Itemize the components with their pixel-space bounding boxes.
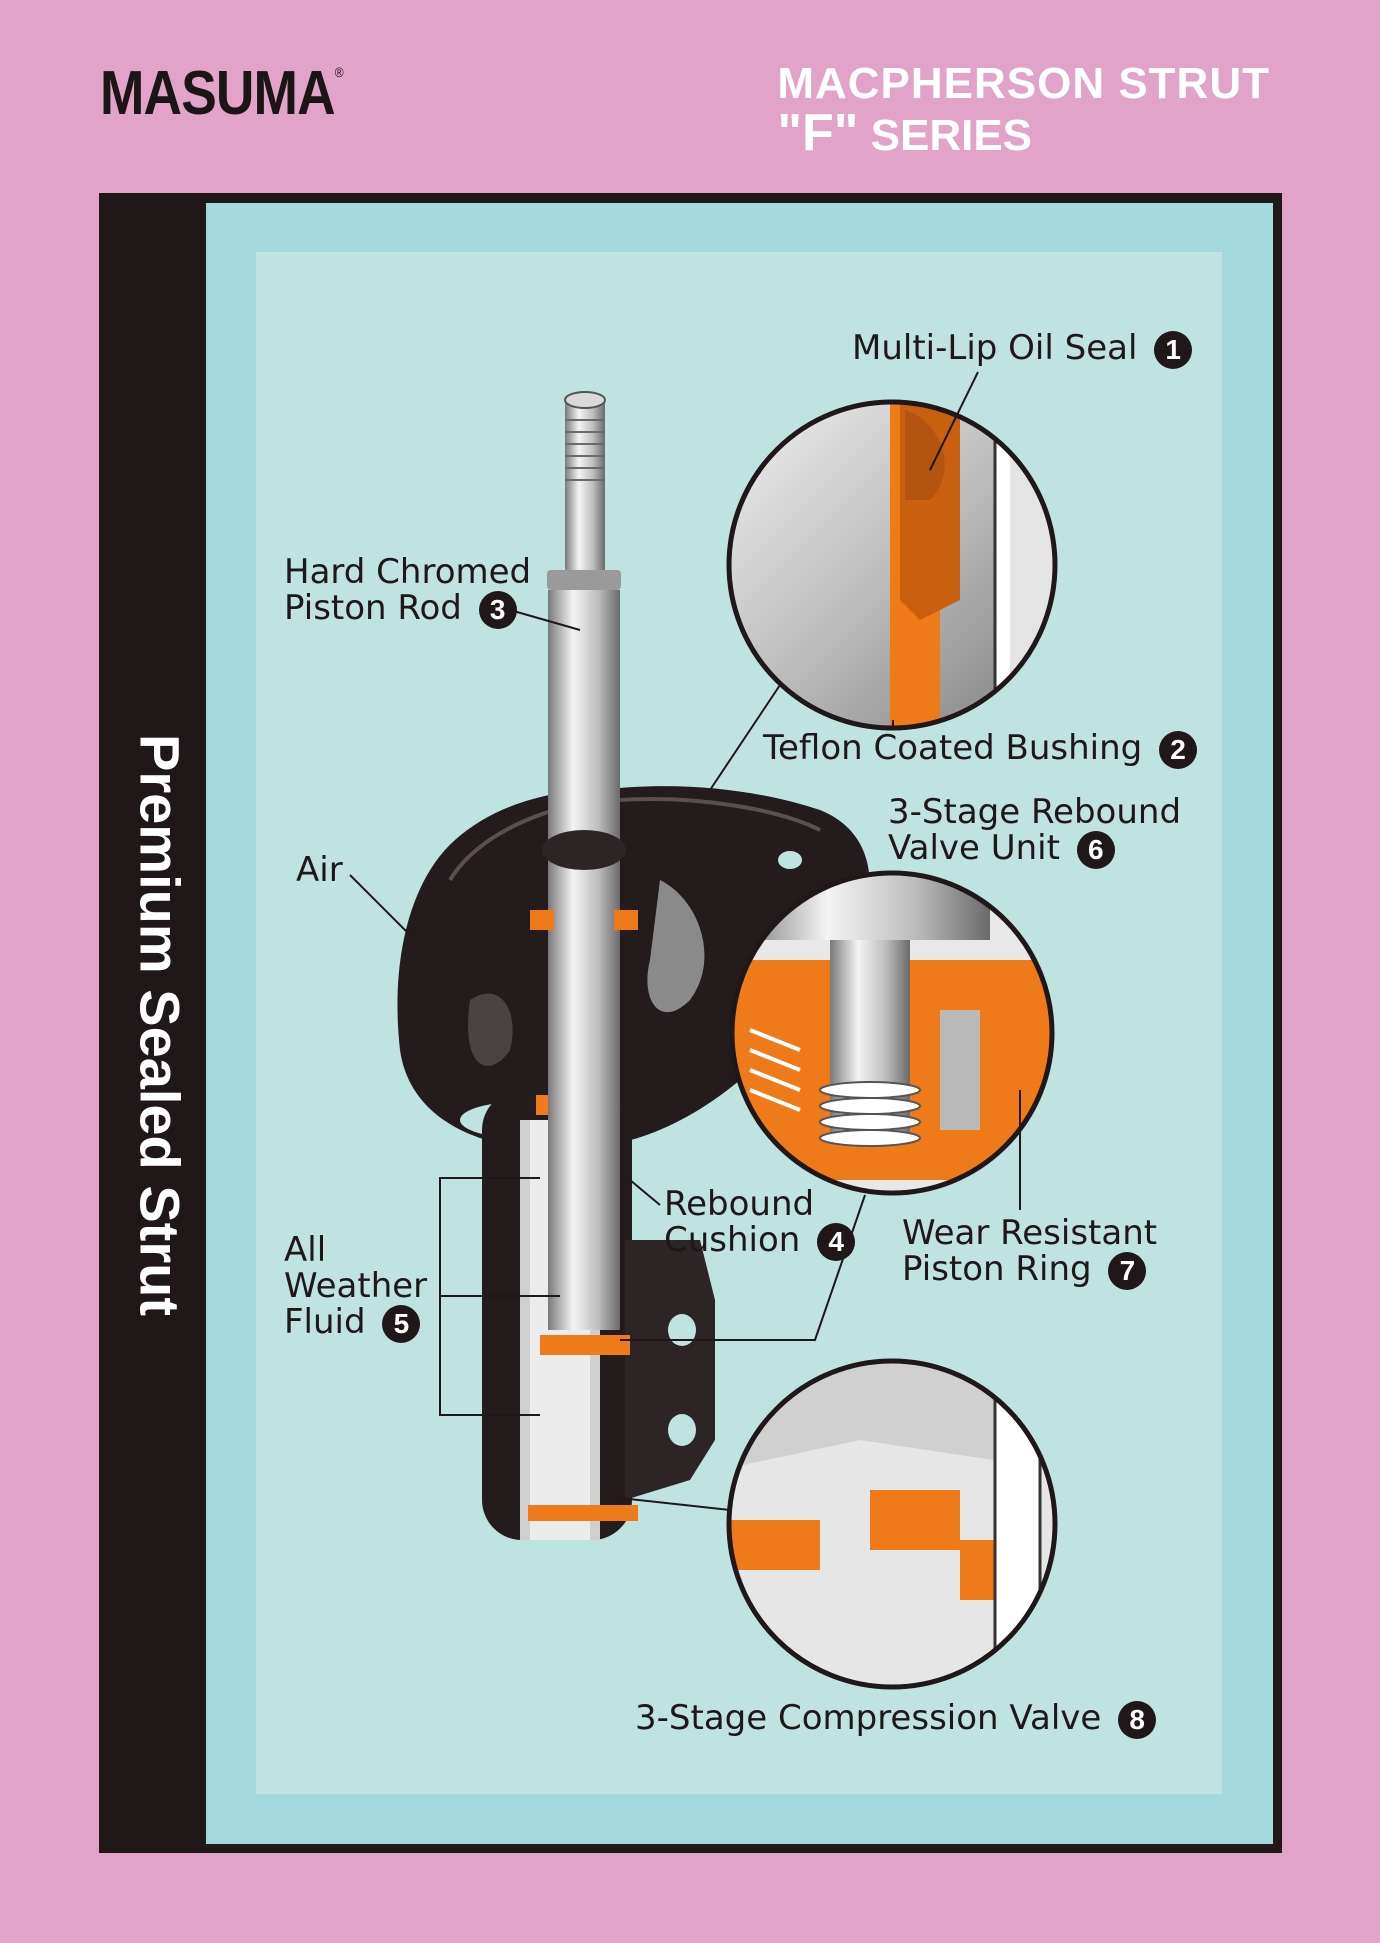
callout-number-badge: 7 xyxy=(1108,1251,1147,1290)
callout-number-badge: 5 xyxy=(382,1304,421,1343)
callout-rebound-valve-unit: 3-Stage Rebound Valve Unit 6 xyxy=(888,794,1181,869)
rebound-valve-detail xyxy=(729,870,1055,1196)
callout-label-line: All xyxy=(284,1230,327,1270)
callout-multi-lip-oil-seal: Multi-Lip Oil Seal 1 xyxy=(852,328,1193,369)
callout-rebound-cushion: Rebound Cushion 4 xyxy=(664,1184,856,1261)
oil-seal-detail xyxy=(726,399,1058,731)
callout-label-line: Piston Ring xyxy=(902,1249,1092,1289)
callout-number-badge: 1 xyxy=(1154,330,1193,369)
callout-label-line: 3-Stage Rebound xyxy=(888,792,1182,832)
brand-name: MASUMA xyxy=(100,59,336,128)
callout-number-badge: 2 xyxy=(1159,730,1198,769)
brand-logo: MASUMA® xyxy=(100,58,344,129)
callout-label: 3-Stage Compression Valve xyxy=(635,1698,1102,1738)
callout-number-badge: 4 xyxy=(817,1222,856,1261)
callout-label-line: Valve Unit xyxy=(888,828,1060,868)
callout-label-line: Fluid xyxy=(284,1302,366,1342)
callout-number-badge: 8 xyxy=(1118,1700,1157,1739)
callout-label-line: Piston Rod xyxy=(284,588,462,628)
series-title: MACPHERSON STRUT "F" SERIES xyxy=(777,60,1270,161)
registered-mark: ® xyxy=(334,64,344,80)
callout-label-line: Weather xyxy=(284,1266,428,1306)
callout-hard-chromed-piston-rod: Hard Chromed Piston Rod 3 xyxy=(284,554,531,629)
compression-valve-detail xyxy=(726,1358,1058,1690)
callout-label-line: Hard Chromed xyxy=(284,552,532,592)
callout-label-line: Wear Resistant xyxy=(902,1213,1158,1253)
callout-all-weather-fluid: All Weather Fluid 5 xyxy=(284,1232,427,1343)
callout-label: Multi-Lip Oil Seal xyxy=(852,328,1138,368)
series-quote: "F" xyxy=(777,104,859,162)
callout-number-badge: 6 xyxy=(1076,830,1115,869)
callout-teflon-coated-bushing: Teflon Coated Bushing 2 xyxy=(763,728,1198,769)
callout-wear-resistant-piston-ring: Wear Resistant Piston Ring 7 xyxy=(902,1215,1157,1290)
series-line-1: MACPHERSON STRUT xyxy=(777,59,1270,108)
series-line-2: "F" SERIES xyxy=(777,107,1270,161)
callout-compression-valve: 3-Stage Compression Valve 8 xyxy=(635,1698,1157,1739)
callout-label-line: Rebound xyxy=(664,1184,815,1224)
callout-number-badge: 3 xyxy=(478,590,517,629)
piston-rod xyxy=(528,391,638,1521)
series-word: SERIES xyxy=(870,111,1033,160)
callout-air: Air xyxy=(296,850,343,890)
callout-label-line: Cushion xyxy=(664,1220,801,1260)
callout-label: Teflon Coated Bushing xyxy=(763,728,1143,768)
